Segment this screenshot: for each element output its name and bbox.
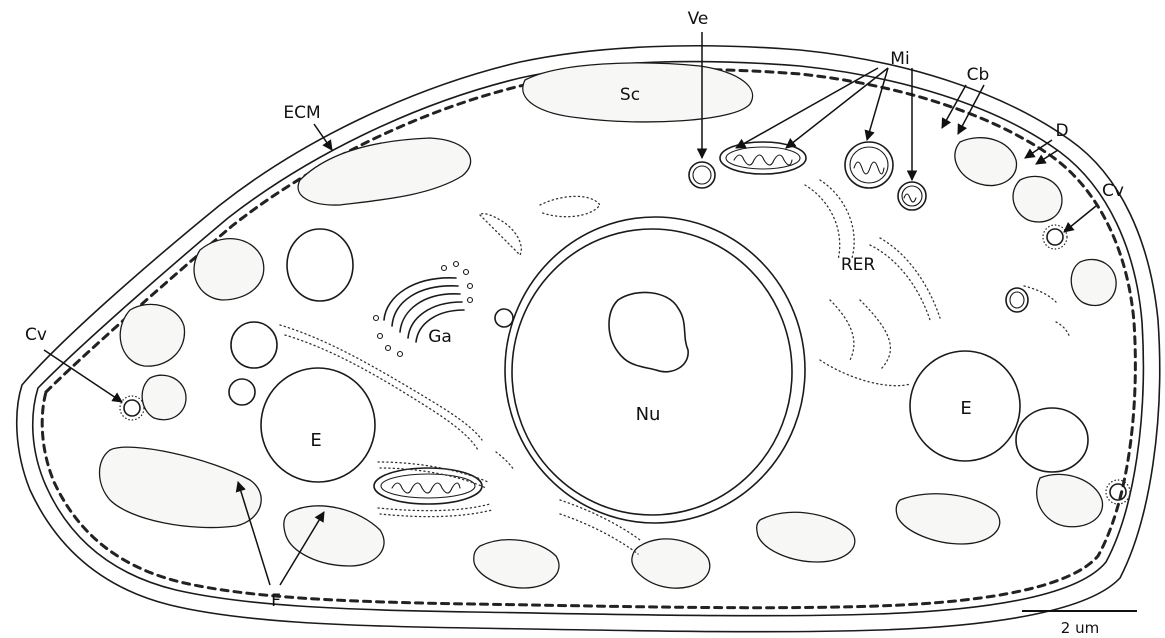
vesicle-small-left1 [231, 322, 277, 368]
coated-pit-bottom [1106, 480, 1130, 504]
sc-vesicle-bl [100, 447, 262, 527]
sc-vesicle-b2 [474, 540, 559, 588]
arrow-mi-4 [736, 68, 878, 148]
sc-vesicle-b5 [896, 494, 1000, 544]
vesicle-small-ga [495, 309, 513, 327]
label-cv-right: Cv [1102, 181, 1124, 201]
coated-vesicle-inner [693, 166, 711, 184]
arrow-cb-1 [942, 85, 966, 128]
label-nu: Nu [636, 404, 661, 425]
coated-pit-left [120, 396, 144, 420]
sc-vesicle-right3 [1071, 259, 1116, 305]
sc-vesicle-right1 [955, 138, 1017, 186]
label-ecm: ECM [283, 103, 320, 123]
ecm-outline [17, 46, 1160, 632]
sc-vesicle-left2 [120, 304, 184, 366]
label-sc: Sc [620, 85, 640, 105]
sc-vesicle-b3 [632, 539, 710, 588]
label-d: D [1055, 121, 1068, 141]
vesicle-right-lower [1016, 408, 1088, 472]
label-rer: RER [841, 255, 876, 275]
scale-bar-label: 2 um [1061, 619, 1099, 637]
mitochondrion-bottom [374, 462, 492, 517]
mitochondrion-small [898, 182, 926, 210]
sc-vesicle-left1 [194, 239, 264, 300]
vesicle-upper-left [287, 229, 353, 301]
mitochondrion-mid [845, 142, 893, 188]
nucleus-envelope-inner [512, 229, 792, 515]
arrow-ecm [314, 124, 332, 150]
label-ve: Ve [688, 9, 709, 29]
label-mi: Mi [890, 49, 909, 69]
label-cb: Cb [967, 65, 990, 85]
sc-vesicle-br [1037, 474, 1103, 526]
label-e-left: E [310, 430, 321, 451]
golgi-apparatus [374, 262, 473, 357]
label-cv-left: Cv [25, 325, 47, 345]
arrow-cv-left [44, 350, 122, 402]
mitochondrion-top [720, 142, 806, 174]
vesicle-small-left2 [229, 379, 255, 405]
label-ga: Ga [428, 327, 452, 347]
sc-vesicle-left3 [142, 375, 186, 420]
coated-pit-right [1043, 225, 1067, 249]
label-e-right: E [960, 398, 971, 419]
endosome-left [261, 368, 375, 482]
sc-vesicle-b4 [757, 512, 855, 562]
arrow-cv-right [1064, 206, 1096, 232]
sc-vesicle-right2 [1013, 176, 1062, 222]
vesicle-right-ring-inner [1010, 292, 1024, 308]
sc-vesicle-ecm [298, 138, 471, 205]
sc-vesicle-b1 [284, 506, 384, 566]
nucleolus [609, 292, 688, 371]
label-f: F [271, 591, 281, 611]
